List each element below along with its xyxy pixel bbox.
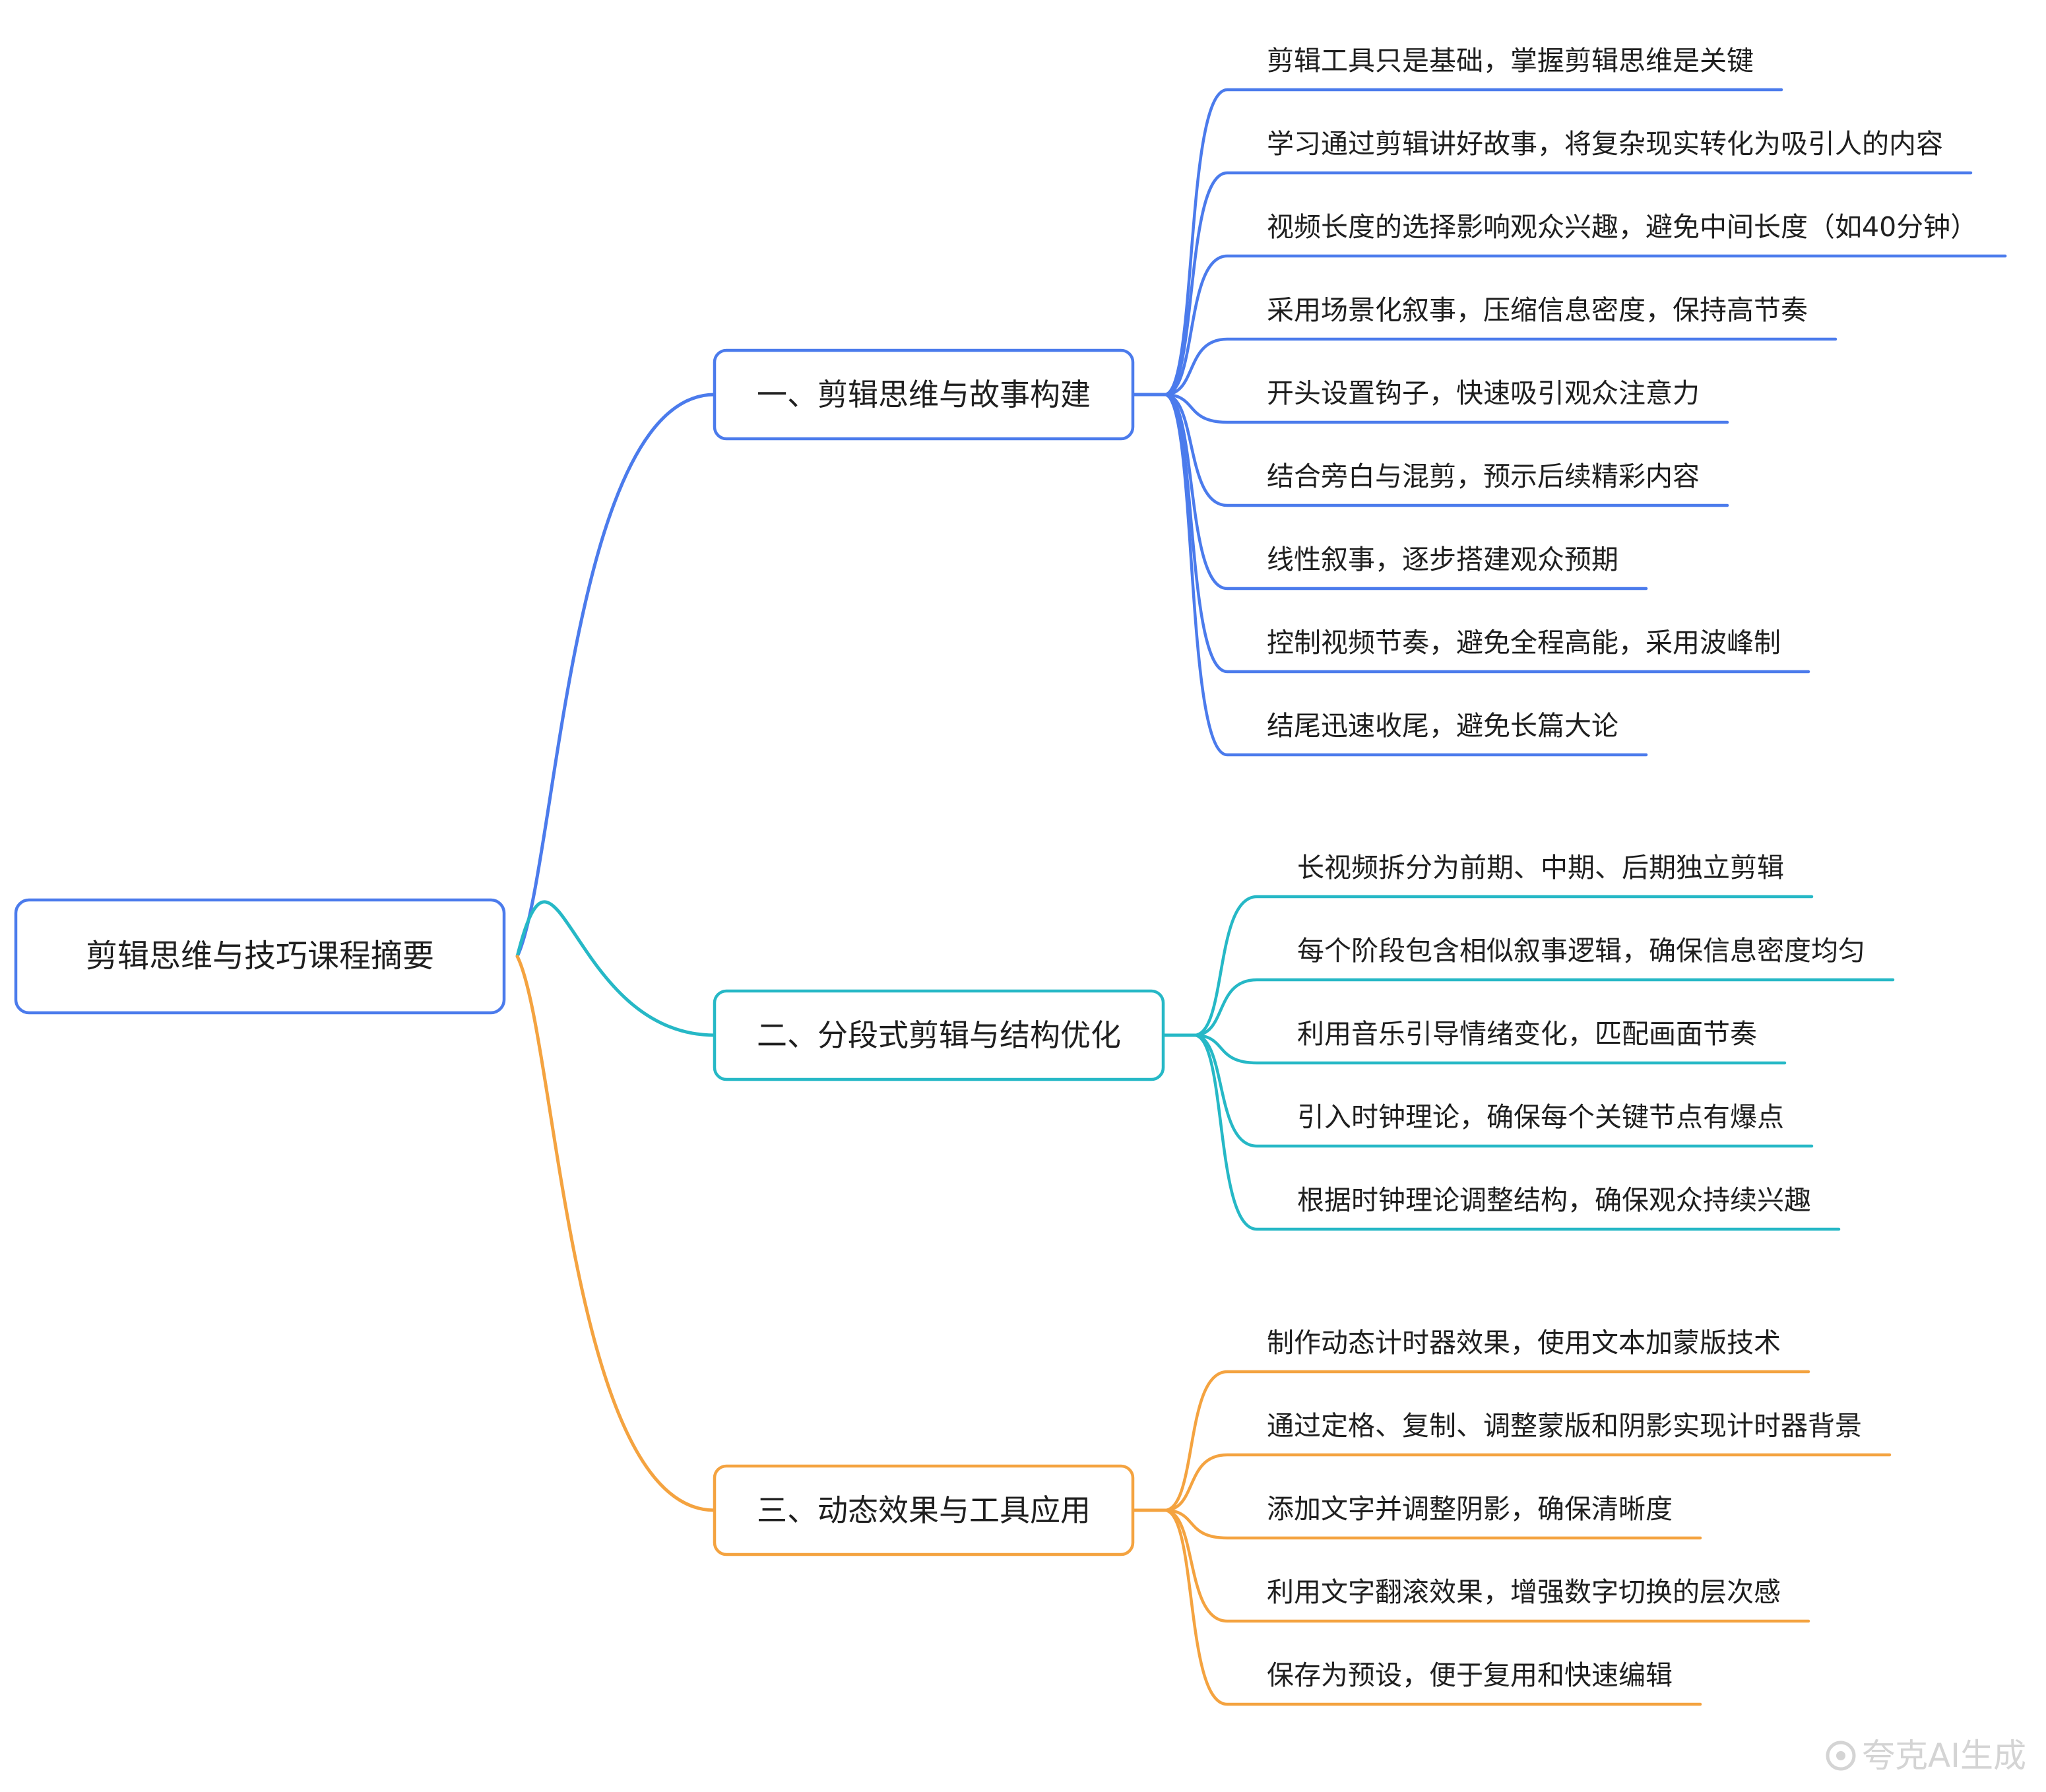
connector-branch-to-item xyxy=(1163,1508,1702,1540)
connector-branch-to-item xyxy=(1163,393,1729,507)
branch-item-label[interactable]: 利用音乐引导情绪变化，匹配画面节奏 xyxy=(1297,1018,1757,1050)
branch-items-dynamic-effects: 制作动态计时器效果，使用文本加蒙版技术通过定格、复制、调整蒙版和阴影实现计时器背… xyxy=(1267,1327,1862,1691)
branch-node-editing-mindset[interactable]: 一、剪辑思维与故事构建 xyxy=(713,348,1135,441)
connector-root-to-branch xyxy=(515,955,717,1512)
watermark-label: 夸克AI生成 xyxy=(1862,1737,2026,1775)
branch-item-label[interactable]: 引入时钟理论，确保每个关键节点有爆点 xyxy=(1297,1101,1784,1133)
branch-item-label[interactable]: 结合旁白与混剪，预示后续精彩内容 xyxy=(1267,461,1700,492)
root-node[interactable]: 剪辑思维与技巧课程摘要 xyxy=(14,898,506,1015)
branch-item-label[interactable]: 添加文字并调整阴影，确保清晰度 xyxy=(1267,1493,1673,1525)
branch-items-editing-mindset: 剪辑工具只是基础，掌握剪辑思维是关键学习通过剪辑讲好故事，将复杂现实转化为吸引人… xyxy=(1267,45,1977,742)
watermark-circle-icon xyxy=(1826,1741,1856,1771)
root-node-box xyxy=(14,898,506,1015)
connector-branch-to-item xyxy=(1192,895,1814,1037)
connector-branch-to-item xyxy=(1192,978,1895,1037)
connector-lines xyxy=(515,88,2007,1706)
branch-item-label[interactable]: 结尾迅速收尾，避免长篇大论 xyxy=(1267,710,1618,742)
branch-item-label[interactable]: 剪辑工具只是基础，掌握剪辑思维是关键 xyxy=(1267,45,1754,77)
branch-item-label[interactable]: 控制视频节奏，避免全程高能，采用波峰制 xyxy=(1267,627,1781,658)
branch-item-label[interactable]: 每个阶段包含相似叙事逻辑，确保信息密度均匀 xyxy=(1297,935,1865,967)
connector-branch-to-item xyxy=(1163,393,1648,591)
connector-branch-to-item xyxy=(1163,1508,1810,1623)
watermark-dot-icon xyxy=(1836,1751,1845,1760)
branch-node-box xyxy=(713,989,1165,1081)
connector-branch-to-item xyxy=(1163,254,2007,397)
watermark: 夸克AI生成 xyxy=(1826,1737,2026,1775)
connector-root-to-branch xyxy=(515,393,717,958)
connector-branch-to-item xyxy=(1192,1033,1814,1148)
connector-root-to-branch xyxy=(515,900,717,1037)
connector-branch-to-item xyxy=(1163,393,1648,757)
connector-branch-to-item xyxy=(1163,393,1729,424)
connector-branch-to-item xyxy=(1163,1508,1702,1706)
connector-branch-to-item xyxy=(1163,1453,1892,1512)
branch-item-label[interactable]: 长视频拆分为前期、中期、后期独立剪辑 xyxy=(1297,852,1784,883)
branch-node-dynamic-effects[interactable]: 三、动态效果与工具应用 xyxy=(713,1464,1135,1556)
branch-node-box xyxy=(713,348,1135,441)
connector-branch-to-item xyxy=(1192,1033,1841,1231)
branch-item-label[interactable]: 制作动态计时器效果，使用文本加蒙版技术 xyxy=(1267,1327,1781,1359)
branch-node-label: 一、剪辑思维与故事构建 xyxy=(757,377,1091,412)
connector-branch-to-item xyxy=(1192,1033,1787,1065)
branch-item-label[interactable]: 线性叙事，逐步搭建观众预期 xyxy=(1267,544,1618,575)
branch-node-box xyxy=(713,1464,1135,1556)
branch-items-segmented-editing: 长视频拆分为前期、中期、后期独立剪辑每个阶段包含相似叙事逻辑，确保信息密度均匀利… xyxy=(1297,852,1865,1216)
connector-branch-to-item xyxy=(1163,337,1838,397)
branch-item-label[interactable]: 根据时钟理论调整结构，确保观众持续兴趣 xyxy=(1297,1184,1811,1216)
branch-item-label[interactable]: 学习通过剪辑讲好故事，将复杂现实转化为吸引人的内容 xyxy=(1267,128,1943,160)
branch-node-label: 三、动态效果与工具应用 xyxy=(757,1492,1091,1528)
branch-item-label[interactable]: 采用场景化叙事，压缩信息密度，保持高节奏 xyxy=(1267,294,1808,326)
branch-item-label[interactable]: 视频长度的选择影响观众兴趣，避免中间长度（如40分钟） xyxy=(1267,211,1977,243)
connector-branch-to-item xyxy=(1163,1370,1810,1512)
branch-item-label[interactable]: 保存为预设，便于复用和快速编辑 xyxy=(1267,1659,1673,1691)
branch-node-label: 二、分段式剪辑与结构优化 xyxy=(757,1017,1121,1053)
connector-branch-to-item xyxy=(1163,171,1973,397)
connector-branch-to-item xyxy=(1163,88,1783,397)
root-node-label: 剪辑思维与技巧课程摘要 xyxy=(86,938,434,975)
branch-node-segmented-editing[interactable]: 二、分段式剪辑与结构优化 xyxy=(713,989,1165,1081)
branch-item-label[interactable]: 通过定格、复制、调整蒙版和阴影实现计时器背景 xyxy=(1267,1410,1862,1442)
branch-item-label[interactable]: 利用文字翻滚效果，增强数字切换的层次感 xyxy=(1267,1576,1781,1608)
branch-item-label[interactable]: 开头设置钩子，快速吸引观众注意力 xyxy=(1267,377,1700,409)
